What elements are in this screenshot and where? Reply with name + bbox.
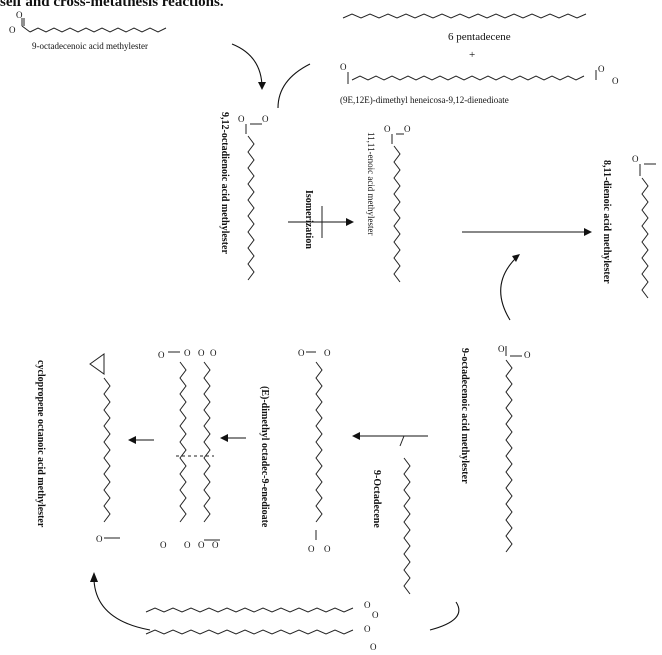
compound-label-c2a: 6 pentadecene: [448, 31, 511, 43]
compound-label-c6: 9-octadecenoic acid methylester: [459, 348, 470, 484]
atom-o-label: O: [158, 350, 165, 360]
atom-o-label: O: [370, 642, 377, 652]
alkyl-chain: [247, 135, 255, 281]
atom-o-label: O: [404, 124, 411, 134]
compound-label-c5: 8,11-dienoic acid methylester: [601, 160, 612, 284]
alkyl-chain-right: [203, 361, 211, 523]
compound-label-c4: 11,11-enoic acid methylester: [366, 132, 376, 236]
atom-o-label: O: [612, 76, 619, 86]
compound-bottom-dimer: O O O O: [145, 600, 379, 652]
alkyl-chain: [103, 377, 111, 523]
atom-o-label: O: [632, 154, 639, 164]
alkyl-chain: [505, 359, 513, 553]
atom-o-label: O: [340, 62, 347, 72]
compound-label-c9: cyclopropene octanoic acid methylester: [35, 360, 46, 528]
atom-o-label: O: [184, 540, 191, 550]
compound-octadecene: 9-Octadecene: [371, 457, 411, 595]
arrow-mark: [399, 435, 405, 447]
compound-methyl-oleate-vertical: 9-octadecenoic acid methylester O O: [459, 344, 531, 553]
ester-bond: [21, 25, 31, 33]
atom-o-label: O: [210, 348, 217, 358]
alkyl-chain: [29, 27, 167, 33]
compound-cyclopropene: cyclopropene octanoic acid methylester O: [35, 353, 120, 544]
compound-dienoate: 8,11-dienoic acid methylester O: [601, 154, 656, 299]
compound-label-c8: (E)-dimethyl octadec-9-enedioate: [259, 386, 270, 528]
scheme-heading: self and cross-metathesis reactions.: [0, 0, 224, 10]
alkyl-chain: [145, 607, 354, 613]
arrow-isomerization: Isomerization: [288, 190, 354, 249]
atom-o-label: O: [324, 544, 331, 554]
alkyl-chain: [393, 145, 401, 283]
compound-label-c2b: (9E,12E)-dimethyl heneicosa-9,12-dienedi…: [340, 95, 509, 105]
reaction-label-isomerization: Isomerization: [303, 190, 314, 249]
alkyl-chain: [342, 13, 587, 19]
cyclopropene-ring: [89, 353, 105, 375]
atom-o-label: O: [598, 64, 605, 74]
compound-label-c1: 9-octadecenoic acid methylester: [32, 41, 148, 51]
alkyl-chain: [145, 629, 354, 635]
arrow-cross-metathesis: [500, 254, 520, 321]
atom-o-label: O: [16, 10, 23, 20]
atom-o-label: O: [262, 114, 269, 124]
atom-o-label: O: [160, 540, 167, 550]
arrow-loop-bottom: [90, 572, 460, 631]
compound-label-c7: 9-Octadecene: [371, 470, 382, 528]
atom-o-label: O: [384, 124, 391, 134]
atom-o-label: O: [524, 350, 531, 360]
atom-o-label: O: [9, 25, 16, 35]
atom-o-label: O: [308, 544, 315, 554]
atom-o-label: O: [212, 540, 219, 550]
atom-o-label: O: [498, 344, 505, 354]
alkyl-chain: [315, 361, 323, 523]
atom-o-label: O: [364, 624, 371, 634]
compound-methyl-oleate-top: O O 9-octadecenoic acid methylester: [9, 10, 167, 51]
arrow-to-dienoate: [462, 228, 592, 236]
alkyl-chain: [641, 177, 649, 299]
alkyl-chain: [403, 457, 411, 595]
atom-o-label: O: [324, 348, 331, 358]
atom-o-label: O: [372, 610, 379, 620]
compound-undecenoate: 11,11-enoic acid methylester O O: [366, 124, 411, 283]
compound-dimethyl-heneicosadienedioate: O O O (9E,12E)-dimethyl heneicosa-9,12-d…: [340, 62, 619, 105]
compound-octadienoate: 9,12-octadienoic acid methylester O O: [219, 112, 269, 281]
plus-sign: +: [469, 49, 475, 61]
arrow-to-diester: [352, 432, 428, 447]
arrow-self-metathesis: [231, 43, 311, 109]
arrow-to-cyclization: [220, 434, 246, 442]
alkyl-chain-left: [179, 361, 187, 523]
compound-label-c3: 9,12-octadienoic acid methylester: [219, 112, 230, 254]
arrow-to-cyclopropene: [128, 436, 154, 444]
compound-diester-pair: O O O O O O O O: [158, 348, 220, 550]
alkyl-chain: [351, 75, 585, 81]
atom-o-label: O: [198, 348, 205, 358]
atom-o-label: O: [96, 534, 103, 544]
compound-dimethyl-octadecenedioate: (E)-dimethyl octadec-9-enedioate O O O O: [259, 348, 331, 554]
compound-pentadecene: 6 pentadecene +: [342, 13, 587, 61]
atom-o-label: O: [198, 540, 205, 550]
atom-o-label: O: [364, 600, 371, 610]
atom-o-label: O: [298, 348, 305, 358]
atom-o-label: O: [238, 114, 245, 124]
atom-o-label: O: [184, 348, 191, 358]
